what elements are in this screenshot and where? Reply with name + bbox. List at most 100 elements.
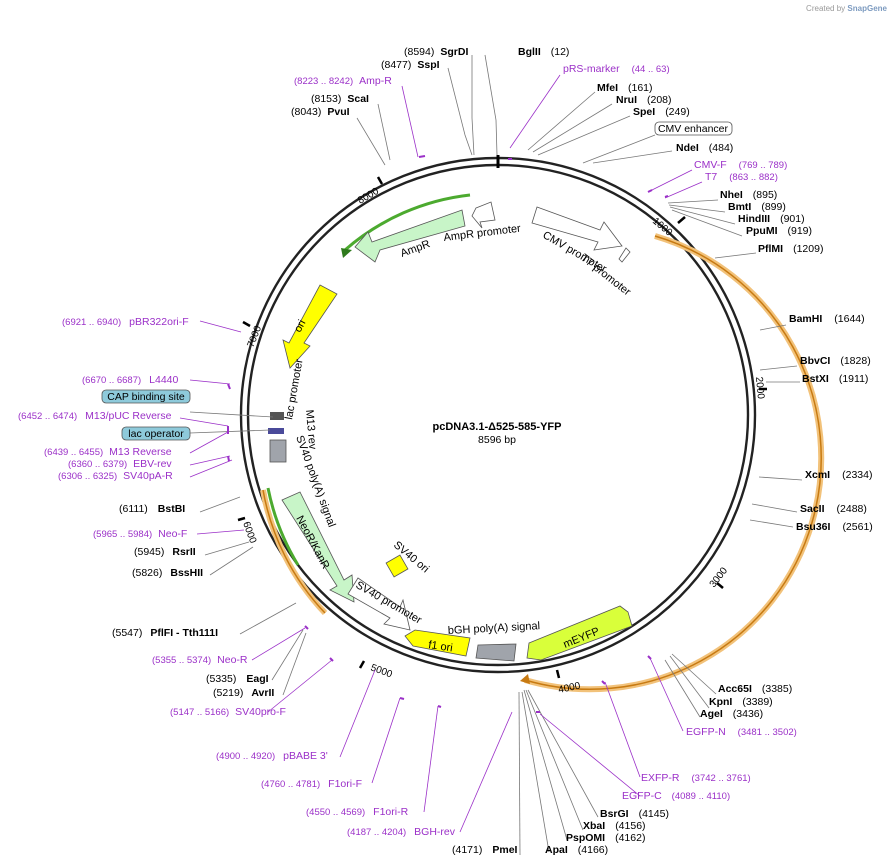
primer-exfpr: EXFP-R(3742 .. 3761) bbox=[641, 772, 751, 784]
pmark-t7 bbox=[664, 195, 669, 198]
pleader-sv40pa bbox=[189, 459, 233, 478]
site-pflmi: PflMI(1209) bbox=[758, 243, 823, 255]
leader-bglii bbox=[484, 54, 498, 156]
site-hindiii: HindIII(901) bbox=[738, 213, 805, 225]
pmark-cmvf bbox=[647, 189, 653, 193]
lac-operator-box bbox=[121, 426, 191, 441]
leader-bmti bbox=[668, 204, 726, 213]
label-f1-ori: f1 ori bbox=[428, 639, 454, 654]
label-lac-promoter: lac promoter bbox=[283, 358, 305, 421]
site-apai: ApaI(4166) bbox=[545, 844, 608, 856]
leader-rsrii bbox=[204, 541, 250, 556]
pmark-ampr bbox=[418, 155, 426, 158]
tick-4000 bbox=[555, 669, 561, 679]
primer-sv40pa: (6306 .. 6325)SV40pA-R bbox=[58, 470, 173, 482]
leader-pvui bbox=[356, 117, 386, 166]
tick-label-2000: 2000 bbox=[753, 376, 766, 400]
primer-leader-lines bbox=[179, 74, 703, 833]
leader-sacii bbox=[751, 503, 798, 513]
primer-bghrev: (4187 .. 4204)BGH-rev bbox=[347, 826, 456, 838]
site-spei: SpeI(249) bbox=[633, 106, 690, 118]
site-sgrdi: (8594)SgrDI bbox=[404, 46, 468, 58]
snapgene-logo: SnapGene bbox=[847, 4, 887, 13]
site-bglii: BglII(12) bbox=[518, 46, 569, 58]
site-bsshii: (5826)BssHII bbox=[132, 567, 203, 579]
leader-apai bbox=[521, 691, 550, 853]
site-pspomi: PspOMI(4162) bbox=[566, 832, 645, 844]
primers: (8223 .. 8242)Amp-R pRS-marker(44 .. 63)… bbox=[18, 63, 797, 838]
tick-label-3000: 3000 bbox=[708, 565, 731, 590]
leader-tth111i bbox=[239, 602, 297, 635]
lac-operator-label: lac operator bbox=[128, 428, 184, 440]
label-ori: ori bbox=[292, 318, 308, 334]
leader-xcmi bbox=[758, 476, 803, 481]
plasmid-name: pcDNA3.1-Δ525-585-YFP bbox=[433, 421, 562, 433]
site-acc65i: Acc65I(3385) bbox=[718, 683, 792, 695]
site-xcmi: XcmI(2334) bbox=[805, 469, 872, 481]
pmark-egfpn bbox=[647, 655, 652, 660]
credit-prefix: Created by bbox=[806, 4, 846, 13]
primer-f1orif: (4760 .. 4781)F1ori-F bbox=[261, 778, 362, 790]
site-bstxi: BstXI(1911) bbox=[802, 373, 868, 385]
site-bmti: BmtI(899) bbox=[728, 201, 786, 213]
orf-arc-myfp bbox=[524, 233, 825, 693]
leader-sspi bbox=[447, 67, 473, 156]
pleader-t7 bbox=[664, 181, 703, 199]
leader-mfei bbox=[527, 91, 596, 151]
primer-neor: (5355 .. 5374)Neo-R bbox=[152, 654, 248, 666]
primer-m13rev: (6439 .. 6455)M13 Reverse bbox=[44, 446, 172, 458]
pleader-neor bbox=[251, 627, 306, 661]
leader-avrii bbox=[282, 632, 307, 696]
feature-sv40-promoter bbox=[347, 577, 411, 631]
leader-pflmi bbox=[714, 252, 757, 259]
tick-5000 bbox=[358, 660, 366, 669]
site-xbai: XbaI(4156) bbox=[583, 820, 646, 832]
pmark-exfpr bbox=[601, 680, 606, 685]
pmark-sv40pro bbox=[329, 657, 334, 662]
primer-l4440: (6670 .. 6687)L4440 bbox=[82, 374, 179, 386]
leader-cmv-enhancer bbox=[582, 134, 656, 164]
pleader-egfpc bbox=[539, 713, 641, 797]
cap-binding-box bbox=[101, 389, 191, 404]
site-sspi: (8477)SspI bbox=[381, 59, 440, 71]
leader-bsu36i bbox=[749, 519, 794, 528]
pmark-l4440 bbox=[227, 383, 231, 390]
site-sacii: SacII(2488) bbox=[800, 503, 867, 515]
primer-ampr: (8223 .. 8242)Amp-R bbox=[294, 75, 392, 87]
pleader-ebv bbox=[189, 455, 231, 466]
site-ppumi: PpuMI(919) bbox=[746, 225, 812, 237]
feature-lac-promoter bbox=[270, 412, 284, 420]
site-bbvci: BbvCI(1828) bbox=[800, 355, 871, 367]
leader-ppumi bbox=[671, 209, 743, 237]
orf-arrow-amp bbox=[341, 248, 352, 258]
feature-cmv-promoter bbox=[531, 206, 623, 251]
feature-sv40-ori bbox=[385, 554, 409, 578]
feature-bgh-polya bbox=[475, 643, 517, 662]
tick-label-6000: 6000 bbox=[240, 520, 258, 545]
tick-label-4000: 4000 bbox=[557, 680, 581, 695]
leader-bsshii bbox=[209, 546, 254, 576]
leader-nhei bbox=[667, 199, 719, 204]
site-bsu36i: Bsu36I(2561) bbox=[796, 521, 873, 533]
restriction-sites: (8594)SgrDI BglII(12) (8477)SspI MfeI(16… bbox=[112, 46, 873, 856]
leader-agei bbox=[664, 659, 701, 718]
pmark-ebv bbox=[227, 455, 230, 462]
site-ndei: NdeI(484) bbox=[676, 142, 733, 154]
site-agei: AgeI(3436) bbox=[700, 708, 763, 720]
cap-binding-label: CAP binding site bbox=[107, 391, 185, 403]
pleader-f1orif bbox=[371, 697, 401, 784]
label-bgh-polya: bGH poly(A) signal bbox=[448, 620, 541, 637]
cmv-enhancer-label: CMV enhancer bbox=[658, 123, 729, 135]
leader-lac-operator bbox=[189, 429, 271, 434]
site-leader-lines bbox=[189, 54, 803, 856]
leader-acc65i bbox=[671, 653, 717, 695]
orf-arc-amp bbox=[344, 193, 471, 252]
feature-t7-promoter bbox=[618, 247, 631, 263]
feature-ampr-promoter bbox=[471, 201, 496, 229]
leader-nrui bbox=[532, 103, 613, 153]
leader-bsrgi bbox=[527, 689, 599, 818]
pleader-m13puc bbox=[179, 417, 229, 427]
label-m13-rev: M13 rev bbox=[303, 409, 318, 450]
primer-marks bbox=[227, 155, 669, 713]
credit: Created by SnapGene bbox=[806, 4, 887, 13]
